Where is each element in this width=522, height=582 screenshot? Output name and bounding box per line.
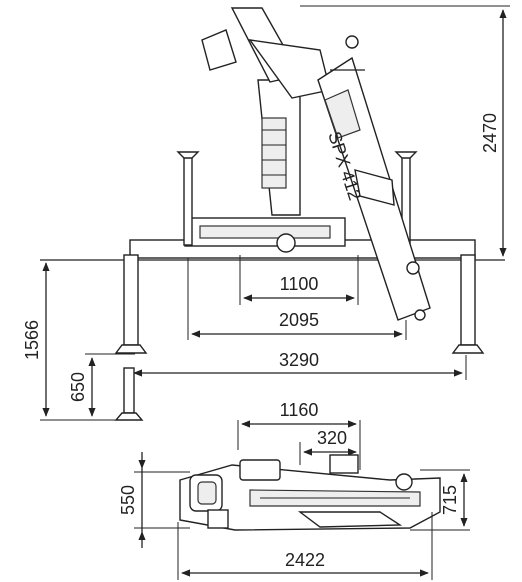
cab-window	[197, 481, 217, 505]
base-plate	[199, 225, 331, 239]
top-hook-block	[239, 459, 281, 481]
top-stabilizer	[207, 509, 229, 529]
inner-width-dim-label: 1100	[280, 274, 319, 294]
side-view: SPX 412 2470 1566 650 1100 2095 3290	[22, 5, 510, 421]
left-stabilizer-leg	[123, 254, 139, 346]
boom-end-pin	[406, 261, 420, 275]
stabilizer-dim-label: 650	[68, 372, 88, 402]
outer-width-dim-label: 3290	[279, 350, 319, 370]
right-stabilizer-leg	[460, 254, 476, 346]
top-view: 1160 320 550 715 2422	[118, 400, 470, 580]
hook-block	[201, 29, 237, 71]
offset-dim-label: 320	[317, 428, 347, 448]
top-pivot	[395, 473, 413, 491]
lower-stabilizer	[123, 367, 135, 414]
top-width-dim-label: 1160	[280, 400, 319, 420]
left-stabilizer-foot	[114, 344, 148, 354]
boom-cylinder-housing	[354, 169, 395, 206]
boom-label-plate	[324, 89, 361, 139]
boom-tip-pin	[414, 309, 426, 321]
boom-extension	[297, 511, 403, 528]
boom-pivot	[345, 35, 359, 49]
left-height-dim-label: 550	[118, 485, 138, 515]
right-pin-cap	[394, 151, 418, 159]
length-dim-label: 2422	[285, 550, 325, 570]
height-dim-label: 2470	[480, 113, 500, 153]
leg-height-dim-label: 1566	[22, 320, 42, 360]
right-height-dim-label: 715	[440, 485, 460, 515]
right-stabilizer-foot	[451, 344, 485, 354]
left-upright-pin	[183, 154, 193, 246]
slewing-pivot	[276, 233, 296, 253]
lower-stabilizer-foot	[114, 412, 144, 421]
top-hydraulic-unit	[329, 454, 359, 474]
column-ladder	[261, 117, 287, 189]
middle-width-dim-label: 2095	[279, 310, 319, 330]
left-pin-cap	[176, 151, 200, 159]
